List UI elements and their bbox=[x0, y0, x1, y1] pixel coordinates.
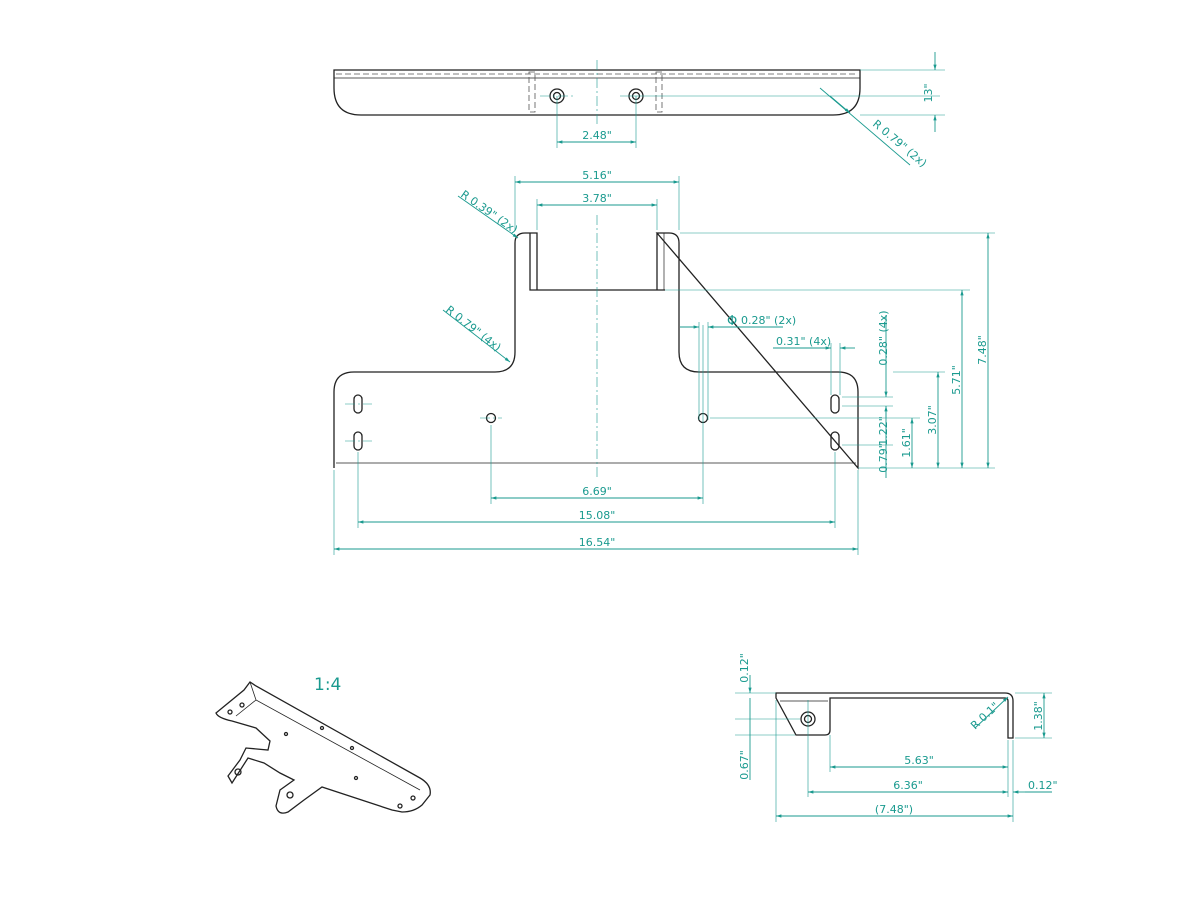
dim-corner-radius: R 0.79" (2x) bbox=[870, 117, 929, 170]
slot bbox=[830, 394, 840, 414]
dim-d1: 5.63" bbox=[904, 754, 934, 767]
dim-slot-pitch: 1.22" bbox=[877, 416, 890, 446]
dim-flange-height: 5.71" bbox=[950, 365, 963, 395]
dim-hole-spacing: 2.48" bbox=[582, 129, 612, 142]
dim-bend-radius: R 0.1" bbox=[968, 700, 1002, 732]
dim-flange: 1.38" bbox=[1032, 701, 1045, 731]
dim-tab-radius: R 0.39" (2x) bbox=[458, 188, 520, 237]
dim-slot-bottom: 0.79" bbox=[877, 443, 890, 473]
dim-hole-diameter: 0.28" (2x) bbox=[741, 314, 796, 327]
dim-fillet-radius: R 0.79" (4x) bbox=[443, 303, 503, 354]
dim-slot-spacing: 15.08" bbox=[579, 509, 616, 522]
dim-hole-spacing: 6.69" bbox=[582, 485, 612, 498]
dim-overall-width: 16.54" bbox=[579, 536, 616, 549]
dim-tab-outer: 5.16" bbox=[582, 169, 612, 182]
dim-height: 13" bbox=[922, 83, 935, 102]
slot bbox=[830, 431, 840, 451]
dim-slot-length: 0.28" (4x) bbox=[877, 310, 890, 365]
dim-slot-width: 0.31" (4x) bbox=[776, 335, 831, 348]
dim-overall-height: 7.48" bbox=[976, 335, 989, 365]
diameter-symbol: Φ bbox=[727, 314, 737, 329]
dim-tab-height: 0.67" bbox=[738, 750, 751, 780]
scale-label: 1:4 bbox=[314, 675, 341, 695]
side-view: 0.12" 0.67" 5.63" 6.36" 0.12" (7.48") 1.… bbox=[735, 653, 1058, 822]
dim-hole-height: 1.61" bbox=[900, 428, 913, 458]
isometric-view: 1:4 bbox=[215, 675, 431, 814]
front-view: 6.69" 15.08" 16.54" 5.16" 3.78" R 0.39" … bbox=[333, 169, 995, 555]
dim-thickness-right: 0.12" bbox=[1028, 779, 1058, 792]
dim-overall: (7.48") bbox=[875, 803, 913, 816]
dim-d2: 6.36" bbox=[893, 779, 923, 792]
top-view: 2.48" 13" R 0.79" (2x) bbox=[333, 52, 945, 170]
dim-tab-inner: 3.78" bbox=[582, 192, 612, 205]
dim-body-height: 3.07" bbox=[926, 405, 939, 435]
dim-thickness-top: 0.12" bbox=[738, 653, 751, 683]
